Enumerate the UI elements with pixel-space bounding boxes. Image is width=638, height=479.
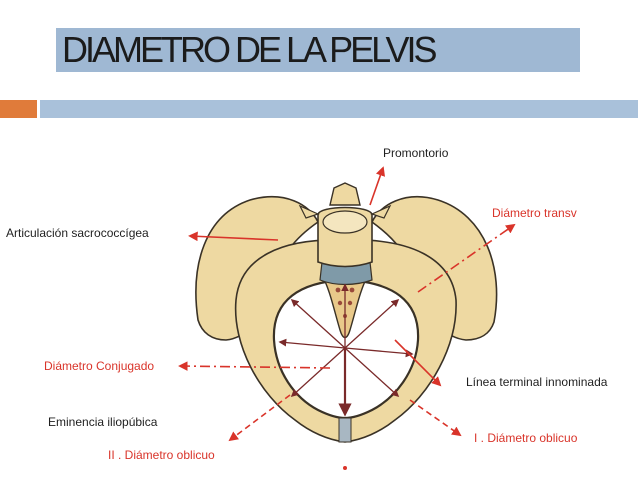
label-promontorio: Promontorio [383, 146, 449, 160]
page-title: DIAMETRO DE LA PELVIS [62, 29, 437, 70]
label-diametro-conjugado: Diámetro Conjugado [44, 359, 154, 373]
accent-bar-blue [40, 100, 638, 118]
pointer-lines [178, 166, 516, 442]
label-articulacion-sacrococcigea: Articulación sacrococcígea [6, 226, 149, 240]
diameter-lines [278, 283, 414, 417]
label-eminencia-iliopubica: Eminencia iliopúbica [48, 415, 158, 429]
label-diametro-transv: Diámetro transv [492, 206, 577, 220]
label-linea-terminal: Línea terminal innominada [466, 375, 608, 389]
pelvis-bone [195, 182, 498, 443]
title-bar [56, 28, 580, 72]
bottom-marker-dot [343, 466, 347, 470]
accent-bar-orange [0, 100, 37, 118]
label-i-diametro-oblicuo: I . Diámetro oblicuo [474, 431, 578, 445]
label-ii-diametro-oblicuo: II . Diámetro oblicuo [108, 448, 215, 462]
